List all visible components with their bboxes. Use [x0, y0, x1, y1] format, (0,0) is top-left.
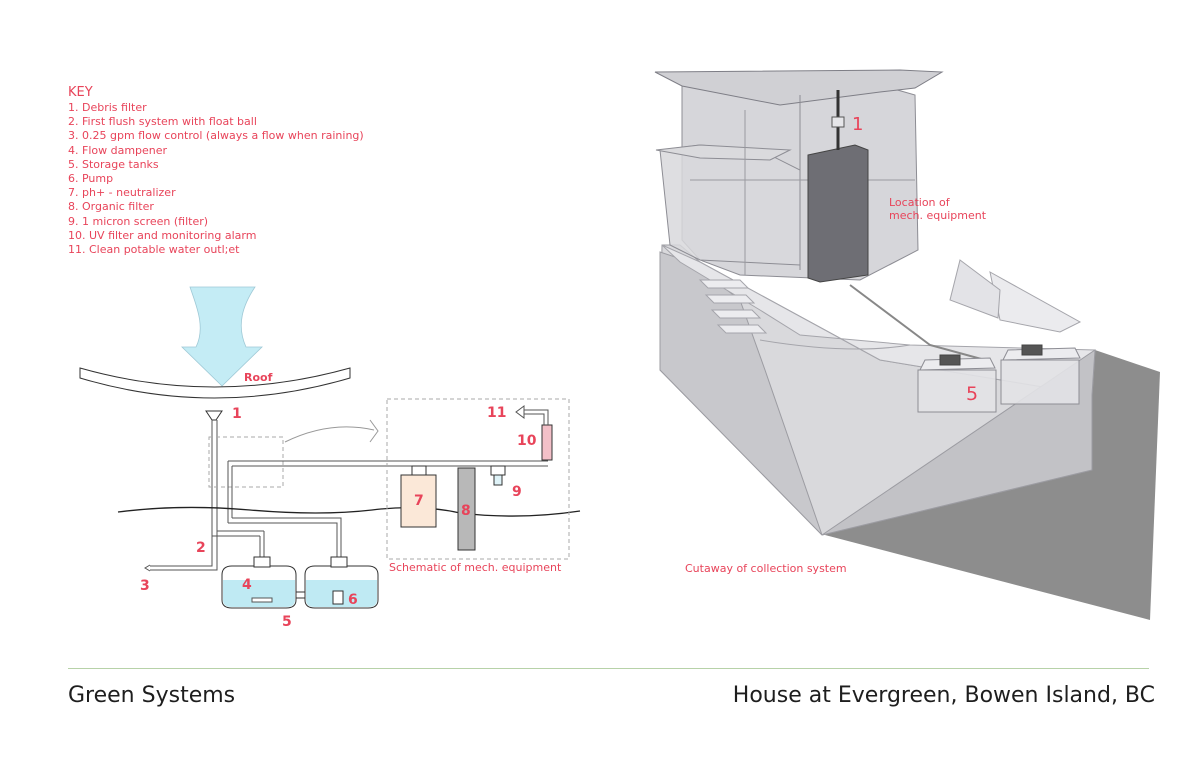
uv-filter — [541, 424, 553, 461]
house-lower-wing — [659, 144, 801, 266]
key-item: 5. Storage tanks — [68, 157, 159, 171]
stairs — [698, 279, 768, 334]
label-2: 2 — [196, 540, 206, 556]
location-label-line-2: mech. equipment — [889, 209, 987, 222]
key-item: 9. 1 micron screen (filter) — [68, 214, 209, 228]
key-item: 4. Flow dampener — [68, 143, 168, 157]
mech-equipment-stack — [807, 144, 869, 283]
first-flush-pipe — [150, 531, 218, 571]
cutaway-diagram: 1 5 Location of mech. equipment Cutaway … — [654, 69, 1160, 620]
ph-neutralizer-cap — [411, 465, 427, 476]
zoom-arrow-head — [369, 419, 379, 443]
schematic-caption: Schematic of mech. equipment — [389, 561, 562, 574]
zoom-arrow-curve — [284, 426, 375, 443]
footer-divider — [68, 668, 1149, 669]
storage-tank-2: 6 — [304, 556, 379, 609]
water-schematic: Roof 1 2 3 4 — [79, 286, 581, 630]
flow-dampener — [251, 597, 273, 603]
label-9: 9 — [512, 484, 522, 500]
pump — [332, 590, 344, 605]
footer-title: Green Systems — [68, 683, 236, 708]
cutaway-label-5: 5 — [966, 383, 978, 405]
cutaway-tanks — [917, 344, 1081, 413]
key-item: 11. Clean potable water outl;et — [68, 243, 240, 257]
label-11: 11 — [487, 405, 506, 421]
label-7: 7 — [414, 493, 424, 509]
key-item: 10. UV filter and monitoring alarm — [68, 228, 257, 242]
supply-pipe — [228, 517, 342, 558]
ph-neutralizer — [400, 474, 437, 528]
label-4: 4 — [242, 577, 252, 593]
label-3: 3 — [140, 578, 150, 594]
label-1: 1 — [232, 406, 242, 422]
house-model — [654, 69, 944, 283]
label-5: 5 — [282, 614, 292, 630]
organic-filter — [457, 467, 476, 551]
key-item: 7. ph+ - neutralizer — [68, 186, 176, 200]
cutaway-caption: Cutaway of collection system — [685, 562, 847, 575]
label-6: 6 — [348, 592, 358, 608]
key-item: 2. First flush system with float ball — [68, 115, 257, 129]
terrain-curve — [759, 339, 911, 350]
footer-project: House at Evergreen, Bowen Island, BC — [732, 683, 1155, 708]
micron-screen — [490, 465, 506, 476]
key-item: 6. Pump — [68, 172, 114, 186]
location-label-line-1: Location of — [889, 196, 951, 209]
rain-arrow — [181, 286, 263, 387]
terrain-slab — [949, 259, 1001, 319]
terrain-slab — [989, 271, 1082, 333]
debris-filter-box — [831, 116, 845, 128]
roof-shape — [79, 367, 351, 399]
key-item: 3. 0.25 gpm flow control (always a flow … — [68, 129, 364, 143]
potable-outlet-arrow — [515, 405, 525, 419]
flow-control-outlet — [144, 564, 151, 572]
house-roof — [654, 69, 944, 106]
cutaway-label-1: 1 — [852, 114, 863, 135]
micron-screen-body — [493, 474, 503, 486]
key-title: KEY — [68, 85, 93, 100]
collection-pipe — [849, 284, 986, 361]
house-roof-lower — [655, 144, 792, 161]
zoom-box — [208, 436, 284, 488]
ground-line — [117, 506, 581, 517]
mech-equipment-box — [386, 398, 570, 560]
potable-outlet-pipe — [524, 409, 549, 425]
legend-key: KEY 1. Debris filter 2. First flush syst… — [68, 85, 364, 257]
storage-tank-1: 4 — [221, 556, 297, 609]
key-item: 1. Debris filter — [68, 101, 147, 114]
roof-label: Roof — [244, 371, 273, 384]
debris-filter-funnel — [205, 410, 223, 421]
label-8: 8 — [461, 503, 471, 519]
key-item: 8. Organic filter — [68, 200, 154, 214]
tank-connector — [295, 591, 306, 599]
label-10: 10 — [517, 433, 537, 449]
